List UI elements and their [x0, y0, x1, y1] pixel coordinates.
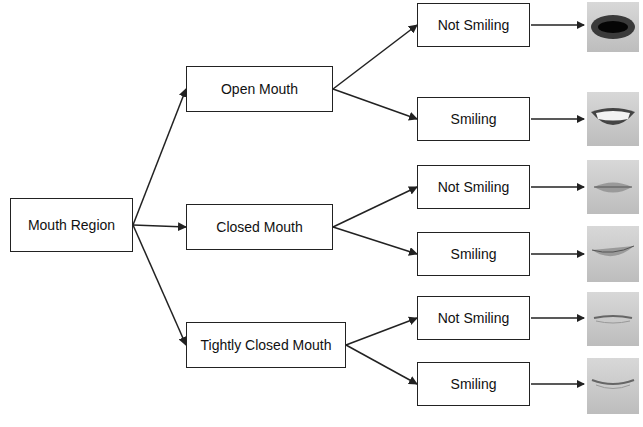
box-label: Open Mouth — [221, 81, 298, 98]
box-label: Mouth Region — [28, 217, 115, 234]
box-label: Not Smiling — [438, 179, 510, 196]
box-label: Smiling — [451, 376, 497, 393]
picture-arrows — [531, 25, 584, 384]
mouth-photo — [587, 292, 639, 346]
box-label: Smiling — [451, 246, 497, 263]
mouth-photo — [587, 92, 639, 146]
box-label: Tightly Closed Mouth — [201, 337, 332, 354]
root-box: Mouth Region — [10, 198, 133, 252]
tree-arrow — [133, 89, 186, 225]
category-box: Open Mouth — [186, 66, 333, 112]
tree-arrow — [333, 227, 417, 254]
box-label: Not Smiling — [438, 310, 510, 327]
category-box: Tightly Closed Mouth — [186, 322, 346, 368]
mouth-photo — [587, 226, 639, 282]
leaf-box: Not Smiling — [417, 3, 530, 47]
mouth-photo — [587, 2, 639, 52]
tree-arrow — [333, 187, 417, 227]
leaf-box: Smiling — [417, 362, 530, 406]
tree-arrow — [133, 225, 186, 227]
leaf-box: Not Smiling — [417, 296, 530, 340]
leaf-box: Smiling — [417, 232, 530, 276]
box-label: Closed Mouth — [216, 219, 302, 236]
tree-arrow — [333, 25, 417, 89]
tree-arrow — [133, 225, 186, 345]
tree-arrow — [333, 89, 417, 119]
mouth-photo — [587, 160, 639, 214]
box-label: Smiling — [451, 111, 497, 128]
category-box: Closed Mouth — [186, 204, 333, 250]
tree-arrow — [346, 345, 417, 384]
mouth-photo — [587, 358, 639, 414]
leaf-box: Not Smiling — [417, 165, 530, 209]
leaf-box: Smiling — [417, 97, 530, 141]
box-label: Not Smiling — [438, 17, 510, 34]
tree-arrow — [346, 318, 417, 345]
